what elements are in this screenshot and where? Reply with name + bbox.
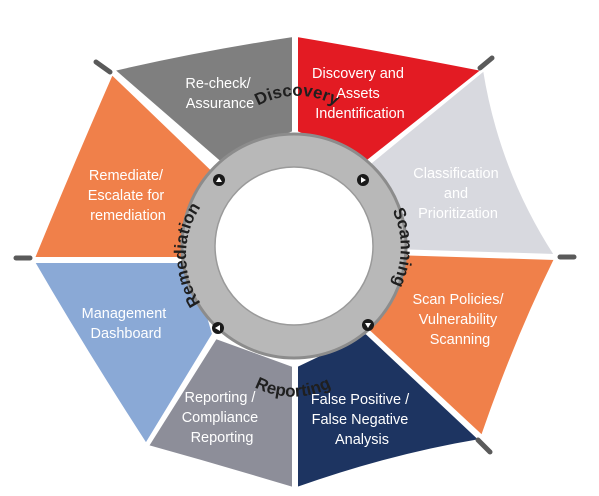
label-remediate: Remediate/ Escalate for remediation: [88, 168, 169, 224]
segment-reporting: [146, 336, 294, 490]
label-dashboard: Management Dashboard: [82, 306, 171, 342]
spokes: [13, 55, 577, 455]
label-discovery: Discovery and Assets Indentification: [312, 66, 408, 122]
label-scan: Scan Policies/ Vulnerability Scanning: [412, 292, 507, 348]
segment-scan: [366, 252, 557, 438]
arrow-icon: [212, 322, 224, 334]
segment-classification: [366, 68, 557, 257]
center-hole: [214, 166, 374, 326]
arrow-icon: [362, 319, 374, 331]
label-reporting: Reporting / Compliance Reporting: [182, 390, 263, 446]
segment-labels: Re-check/ Assurance Discovery and Assets…: [82, 66, 507, 448]
arrow-icon: [357, 174, 369, 186]
segments: [32, 34, 557, 490]
label-falsepos: False Positive / False Negative Analysis: [311, 392, 413, 448]
segment-falsepos: [296, 331, 483, 490]
segment-discovery: [296, 34, 485, 164]
label-recheck: Re-check/ Assurance: [185, 76, 254, 112]
arrow-icon: [213, 174, 225, 186]
ring-arrows: [212, 174, 374, 334]
segment-dashboard: [32, 261, 215, 446]
label-classification: Classification and Prioritization: [413, 166, 502, 222]
segment-recheck: [111, 34, 294, 164]
segment-remediate: [32, 72, 216, 259]
